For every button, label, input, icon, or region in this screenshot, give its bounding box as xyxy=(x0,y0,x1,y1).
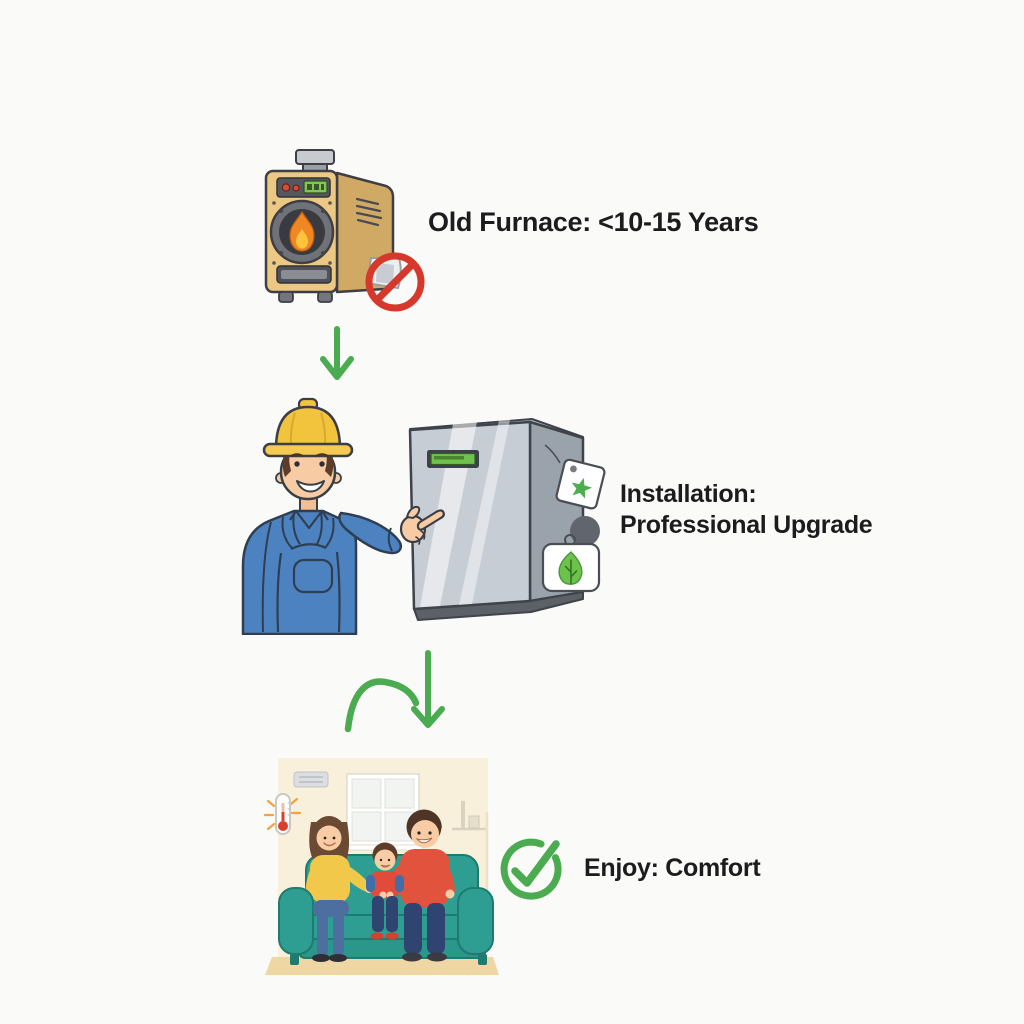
step2-caption-line2: Professional Upgrade xyxy=(620,511,873,539)
thermometer-icon xyxy=(263,793,302,835)
couch-armrest-right xyxy=(457,887,494,955)
eco-leaf-tag-icon xyxy=(541,534,601,593)
wall-vent xyxy=(293,771,329,788)
father-legs xyxy=(402,903,447,962)
couch-armrest-left xyxy=(278,887,314,955)
step1-caption: Old Furnace: <10-15 Years xyxy=(428,207,759,237)
father xyxy=(384,809,455,907)
floor-rug xyxy=(265,957,499,975)
side-vents xyxy=(355,197,383,227)
overalls xyxy=(276,512,341,633)
boy-legs xyxy=(370,896,399,940)
pointing-arm xyxy=(338,511,402,555)
family-comfort-illustration xyxy=(263,758,499,975)
star-tag-icon xyxy=(544,444,606,510)
technician xyxy=(241,397,445,635)
down-arrow-icon xyxy=(320,326,354,380)
furnace-display xyxy=(427,450,479,468)
old-furnace-control-panel xyxy=(276,177,331,198)
step2-caption-line1: Installation: xyxy=(620,480,757,508)
old-furnace-illustration xyxy=(264,149,425,312)
hard-hat xyxy=(262,397,354,458)
curved-down-arrow-icon xyxy=(344,650,445,733)
installation-illustration xyxy=(241,397,606,635)
flame-window xyxy=(269,199,335,265)
window xyxy=(342,773,424,851)
prohibition-icon xyxy=(365,252,425,312)
check-circle-icon xyxy=(500,838,562,900)
pointing-hand xyxy=(399,505,445,545)
step2-caption: Installation: Professional Upgrade xyxy=(620,479,873,541)
boy xyxy=(366,842,404,899)
mother-legs xyxy=(312,900,349,962)
step3-caption: Enjoy: Comfort xyxy=(584,854,761,882)
